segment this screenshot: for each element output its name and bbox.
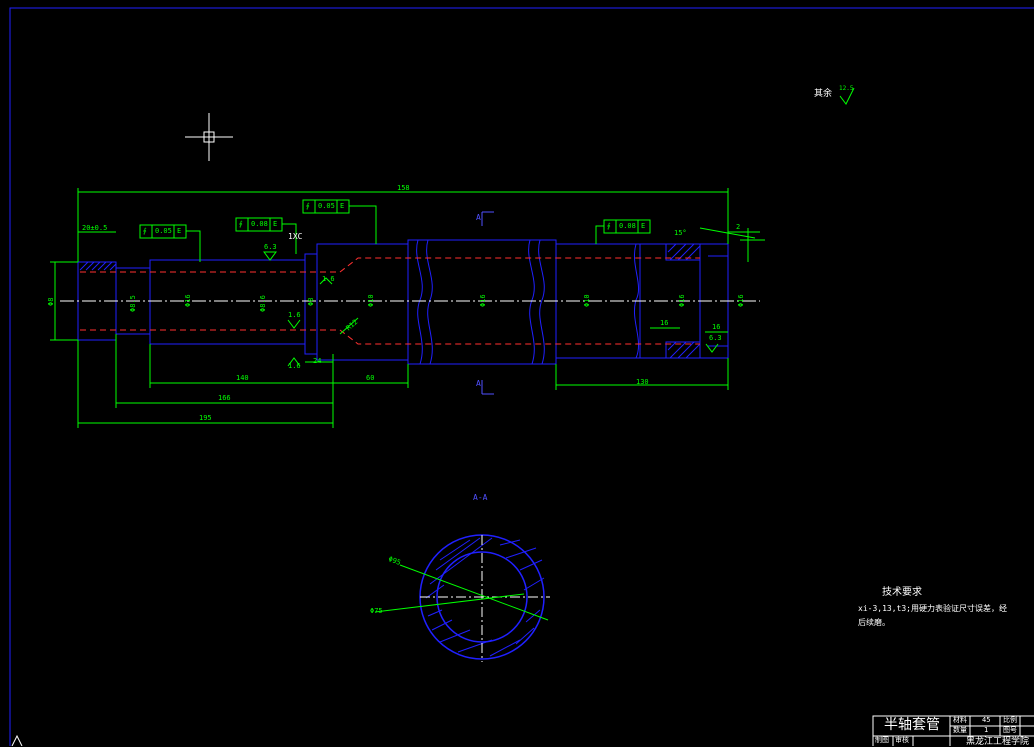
dia-fit: Φ8.6: [259, 295, 267, 312]
title-part-name: 半轴套管: [884, 717, 940, 733]
title-label-checker: 审核: [895, 736, 909, 744]
dia-end2: Φ16: [678, 294, 686, 307]
title-block: [872, 715, 1034, 746]
title-label-drawing: 图号: [1003, 726, 1017, 734]
dim-left-chamfer: 20±0.5: [82, 224, 108, 232]
tolerance-frames: [139, 199, 651, 262]
hatch-left: [79, 261, 117, 271]
section-mark-top: A: [476, 213, 481, 222]
dim-2: 2: [736, 223, 741, 231]
dia-end3: Φ16: [737, 294, 745, 307]
title-label-material: 材料: [953, 716, 967, 724]
roughness-4: 1.6: [322, 275, 335, 283]
dim-16b: 16: [712, 323, 721, 331]
crosshair-cursor-icon: [185, 113, 233, 161]
dimension-lines: [50, 188, 765, 428]
tol-2-value: 0.08: [251, 220, 268, 228]
roughness-5: 6.3: [709, 334, 722, 342]
dia-big: Φ16: [479, 294, 487, 307]
title-value-qty: 1: [984, 726, 989, 734]
sheet-border: [9, 7, 1034, 746]
dia-main: Φ10: [367, 294, 375, 307]
tol-4-datum: E: [641, 222, 646, 230]
title-label-designer: 制图: [875, 736, 889, 744]
roughness-value: 12.5: [839, 85, 854, 92]
tol-3-symbol: ∮: [306, 202, 310, 210]
tol-2-datum: E: [273, 220, 278, 228]
shaft-outline: [77, 239, 729, 365]
bore-hidden-lines: [80, 257, 700, 345]
chamfer-note: 1XC: [288, 232, 303, 241]
dim-angle-15: 15°: [674, 229, 687, 237]
section-mark-bottom: A: [476, 379, 481, 388]
dia-end1: Φ10: [583, 294, 591, 307]
title-school: 黑龙江工程学院: [966, 737, 1030, 747]
dim-166: 166: [218, 394, 231, 402]
dia-thread: Φ8.5: [129, 295, 137, 312]
dim-130: 130: [636, 378, 649, 386]
title-value-material: 45: [982, 716, 991, 724]
roughness-1: 6.3: [264, 243, 277, 251]
surface-roughness-icon: [263, 87, 855, 367]
tol-4-value: 0.08: [619, 222, 636, 230]
dia-mid: Φ16: [184, 294, 192, 307]
section-label: A-A: [473, 493, 488, 502]
tol-2-symbol: ∮: [239, 220, 243, 228]
dim-60: 60: [366, 374, 375, 382]
tol-3-value: 0.05: [318, 202, 335, 210]
section-dia-inner: Φ75: [370, 607, 383, 615]
dim-140: 140: [236, 374, 249, 382]
tech-req-line2: 后续磨。: [858, 618, 890, 627]
section-arrow-icon: [481, 211, 494, 395]
tech-req-title: 技术要求: [882, 587, 922, 598]
tech-req-line1: xi-3,13,t3;用硬力表验证尺寸误差，经: [858, 604, 1007, 613]
dim-16a: 16: [660, 319, 669, 327]
roughness-2: 1.6: [288, 311, 301, 319]
roughness-3: 1.6: [288, 362, 301, 370]
title-label-scale: 比例: [1003, 716, 1017, 724]
break-lines: [416, 239, 640, 365]
dim-overall-length: 158: [397, 184, 410, 192]
tol-1-symbol: ∮: [143, 227, 147, 235]
tol-3-datum: E: [340, 202, 345, 210]
tol-4-symbol: ∮: [607, 222, 611, 230]
dia-h: Φ8: [307, 297, 315, 306]
dia-left: Φ8: [47, 297, 55, 306]
roughness-label: 其余: [814, 89, 833, 99]
title-label-qty: 数量: [953, 726, 967, 734]
hatch-right: [665, 243, 701, 359]
dim-195: 195: [199, 414, 212, 422]
tol-1-value: 0.05: [155, 227, 172, 235]
dim-24: 24: [313, 357, 322, 365]
ucs-icon: [11, 734, 23, 746]
tol-1-datum: E: [177, 227, 182, 235]
cross-section-view: [374, 534, 550, 662]
